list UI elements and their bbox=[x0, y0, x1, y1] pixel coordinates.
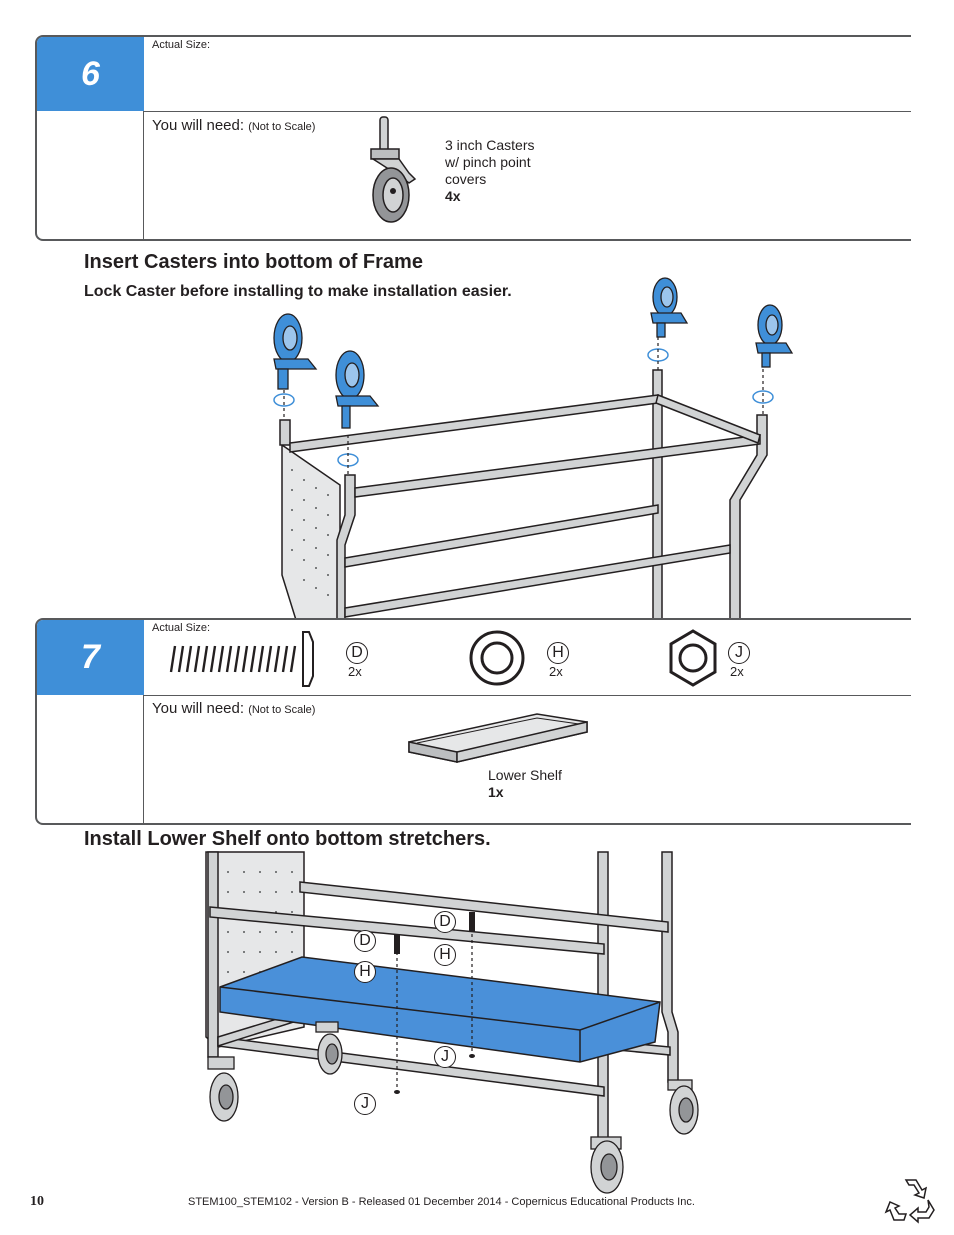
step-6-row-divider bbox=[144, 111, 911, 112]
callout-h-right: H bbox=[434, 944, 456, 966]
lower-shelf-quantity: 1x bbox=[488, 784, 504, 800]
hardware-d-tag: D 2x bbox=[346, 642, 368, 679]
lower-shelf-name: Lower Shelf bbox=[488, 767, 562, 783]
hardware-j-tag: J 2x bbox=[728, 642, 750, 679]
hardware-h-tag: H 2x bbox=[547, 642, 569, 679]
step-7-row-divider bbox=[144, 695, 911, 696]
hardware-j-letter: J bbox=[728, 642, 750, 664]
step-7-heading: Install Lower Shelf onto bottom stretche… bbox=[84, 828, 491, 850]
step-6-column-divider bbox=[143, 111, 144, 239]
bolt-icon bbox=[169, 631, 314, 687]
callout-j-right: J bbox=[434, 1046, 456, 1068]
shelf-install-illustration bbox=[205, 851, 699, 1194]
footer-text: STEM100_STEM102 - Version B - Released 0… bbox=[188, 1196, 695, 1208]
step-6-box: 6 Actual Size: You will need: (Not to Sc… bbox=[35, 35, 911, 241]
you-will-need-label: You will need: (Not to Scale) bbox=[152, 117, 315, 134]
recycle-icon bbox=[884, 1179, 935, 1224]
step-7-box: 7 Actual Size: D 2x H 2x J 2x bbox=[35, 618, 911, 825]
step-6-heading: Insert Casters into bottom of Frame bbox=[84, 251, 423, 273]
callout-h-left: H bbox=[354, 961, 376, 983]
hardware-j-qty: 2x bbox=[730, 664, 744, 679]
page-number: 10 bbox=[30, 1194, 44, 1209]
you-will-need-label: You will need: (Not to Scale) bbox=[152, 700, 315, 717]
step-7-column-divider bbox=[143, 695, 144, 823]
you-will-need-text: You will need: bbox=[152, 700, 245, 717]
hex-nut-icon bbox=[669, 629, 717, 687]
lower-shelf-part-label: Lower Shelf 1x bbox=[488, 767, 562, 801]
actual-size-label: Actual Size: bbox=[152, 39, 211, 51]
caster-icon bbox=[370, 116, 417, 223]
caster-line-3: covers bbox=[445, 171, 487, 187]
not-to-scale-text: (Not to Scale) bbox=[248, 121, 316, 133]
hardware-h-qty: 2x bbox=[549, 664, 563, 679]
hardware-d-qty: 2x bbox=[348, 664, 362, 679]
step-number-6: 6 bbox=[37, 37, 144, 111]
you-will-need-text: You will need: bbox=[152, 117, 245, 134]
caster-part-label: 3 inch Casters w/ pinch point covers 4x bbox=[445, 137, 534, 205]
caster-line-1: 3 inch Casters bbox=[445, 137, 535, 153]
hardware-d-letter: D bbox=[346, 642, 368, 664]
callout-d-right: D bbox=[434, 911, 456, 933]
callout-j-left: J bbox=[354, 1093, 376, 1115]
lower-shelf-icon bbox=[408, 713, 588, 763]
caster-quantity: 4x bbox=[445, 188, 461, 204]
frame-caster-illustration bbox=[273, 277, 794, 621]
not-to-scale-text: (Not to Scale) bbox=[248, 704, 316, 716]
callout-d-left: D bbox=[354, 930, 376, 952]
actual-size-label: Actual Size: bbox=[152, 622, 211, 634]
step-6-subheading: Lock Caster before installing to make in… bbox=[84, 283, 512, 300]
hardware-h-letter: H bbox=[547, 642, 569, 664]
washer-icon bbox=[469, 630, 525, 686]
step-number-7: 7 bbox=[37, 620, 144, 695]
caster-line-2: w/ pinch point bbox=[445, 154, 531, 170]
